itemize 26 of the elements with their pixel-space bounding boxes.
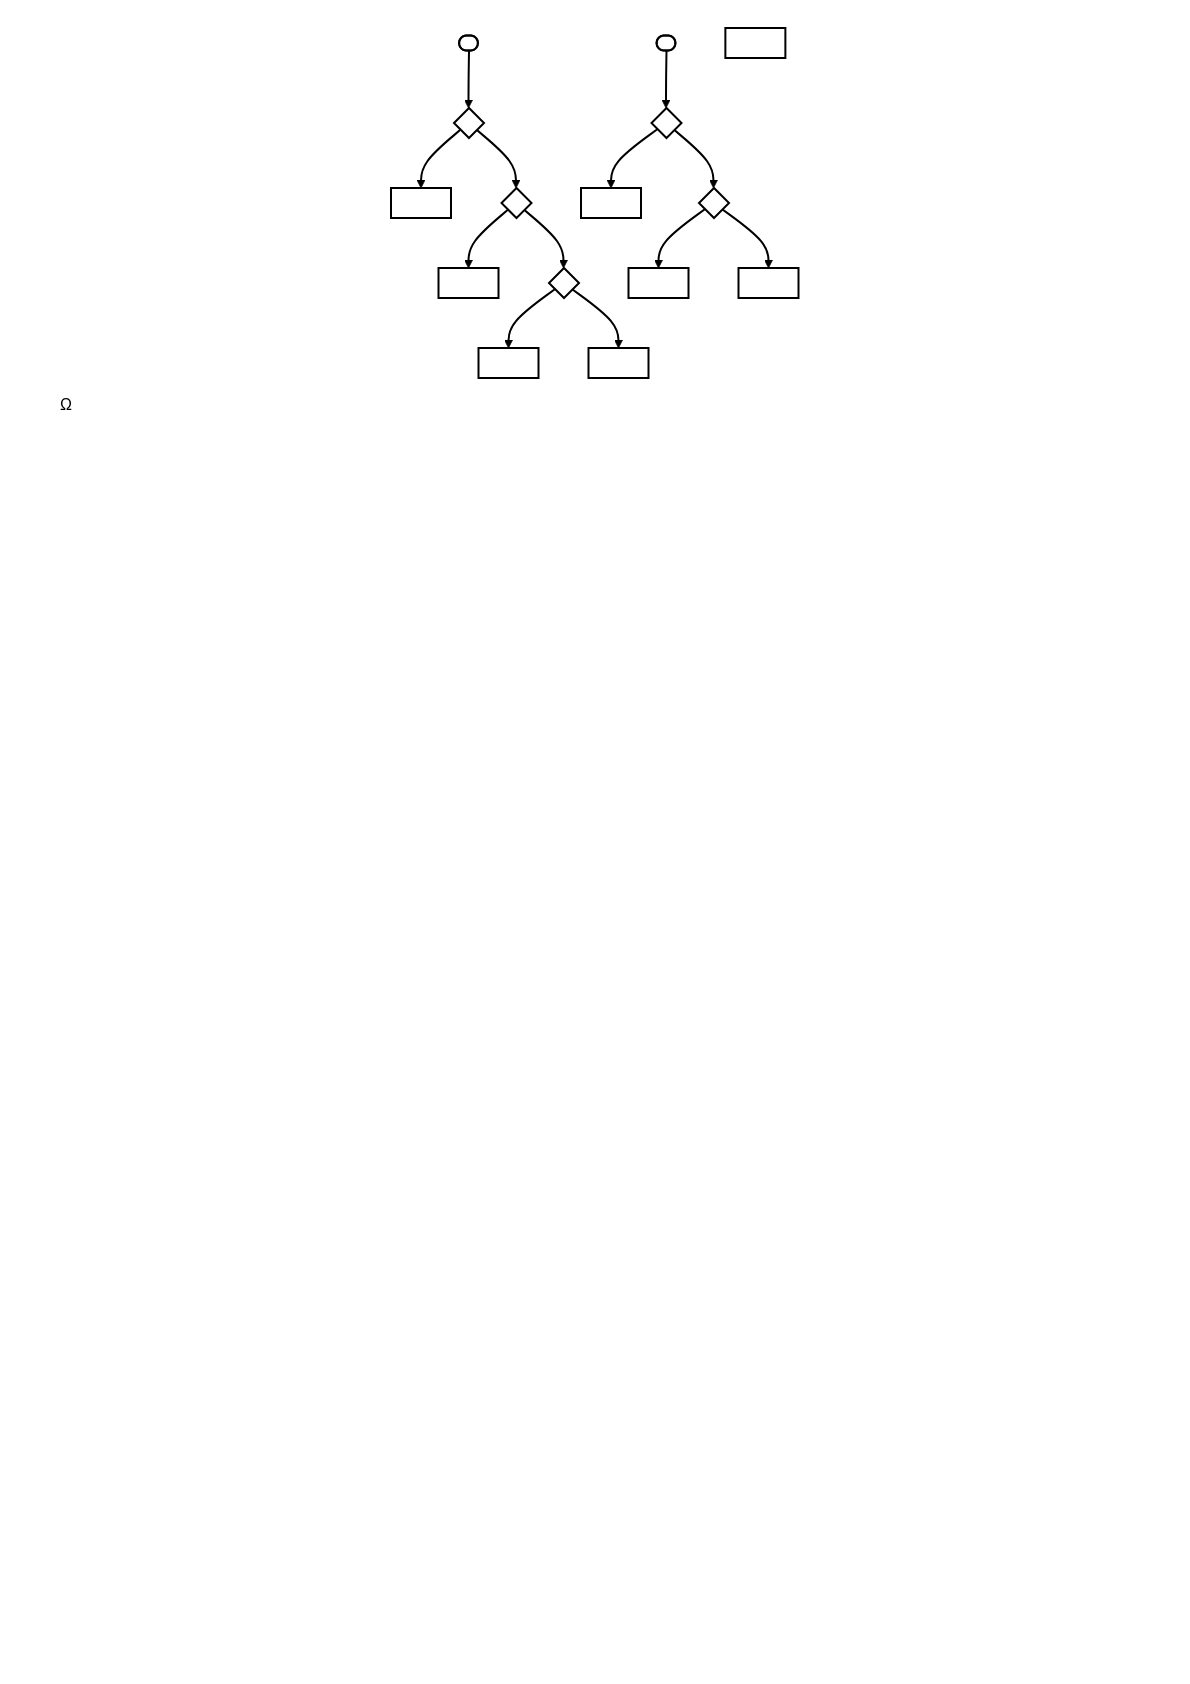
arrow (721, 208, 774, 269)
node-diamond (547, 266, 581, 300)
node-diamond (452, 106, 486, 140)
node-diamond (697, 186, 731, 220)
arrow (654, 208, 707, 269)
node-box (587, 347, 650, 379)
node-box (627, 267, 690, 299)
node-diamond (500, 186, 534, 220)
node-box (477, 347, 540, 379)
node-diamond (650, 106, 684, 140)
arrow (416, 128, 462, 189)
arrow (464, 50, 474, 109)
node-box (437, 267, 500, 299)
arrow (523, 208, 569, 269)
arrow (606, 128, 659, 189)
arrow (661, 50, 671, 109)
node-box (737, 267, 800, 299)
node-box (580, 187, 643, 219)
arrow (504, 288, 557, 349)
arrow (571, 288, 624, 349)
arrow (464, 208, 510, 269)
symbol-label: Ω (60, 396, 73, 414)
arrow (475, 128, 521, 189)
node-box (724, 27, 787, 59)
node-box (390, 187, 453, 219)
arrow (673, 128, 719, 189)
